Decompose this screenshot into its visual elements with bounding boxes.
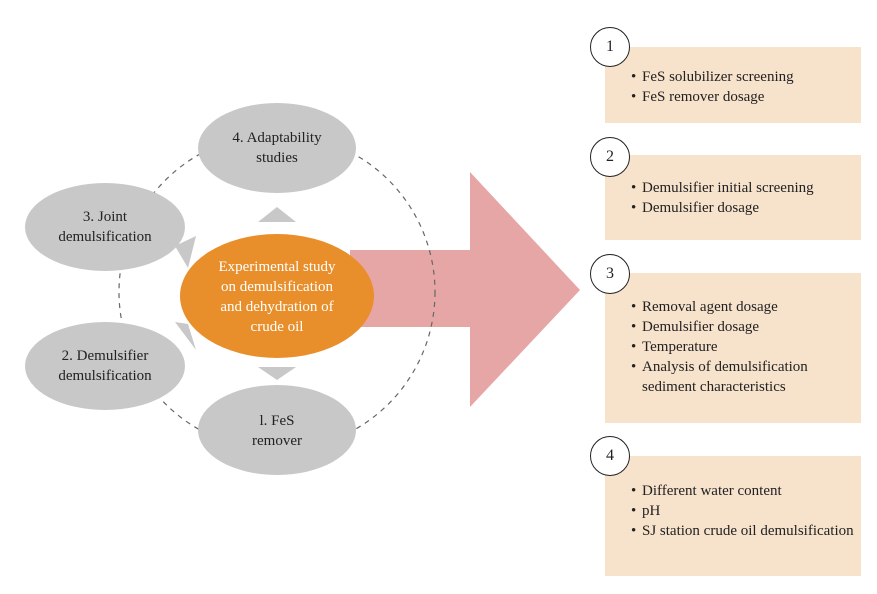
node-adaptability-line-2: studies <box>256 150 298 166</box>
center-line-2: on demulsification <box>220 279 334 295</box>
node-fes-remover-line-1: l. FeS <box>259 413 295 429</box>
step-1-item-1: FeS solubilizer screening <box>631 67 857 87</box>
step-4-number: 4 <box>590 436 630 476</box>
step-1-number: 1 <box>590 27 630 67</box>
step-3-item-1: Removal agent dosage <box>631 297 855 317</box>
node-joint-label: 3. Joint demulsification <box>25 207 185 247</box>
center-line-1: Experimental study <box>218 259 336 275</box>
node-fes-remover-shape <box>198 385 356 475</box>
step-2-list: Demulsifier initial screening Demulsifie… <box>631 178 861 218</box>
node-adaptability-line-1: 4. Adaptability <box>232 130 322 146</box>
node-joint-line-1: 3. Joint <box>82 209 128 225</box>
step-1-item-2: FeS remover dosage <box>631 87 857 107</box>
connector-upper-left <box>175 236 196 268</box>
step-3-list: Removal agent dosage Demulsifier dosage … <box>631 297 855 397</box>
step-4-item-3: SJ station crude oil demulsification <box>631 521 855 541</box>
center-line-4: crude oil <box>250 319 304 335</box>
center-node-label: Experimental study on demulsification an… <box>190 257 364 337</box>
connector-top <box>258 207 296 222</box>
center-line-3: and dehydration of <box>220 299 334 315</box>
step-3-item-4: Analysis of demulsification sediment cha… <box>631 357 855 397</box>
node-demulsifier-line-2: demulsification <box>58 368 152 384</box>
node-demulsifier-shape <box>25 322 185 410</box>
node-adaptability-shape <box>198 103 356 193</box>
node-joint-line-2: demulsification <box>58 229 152 245</box>
step-4-item-2: pH <box>631 501 855 521</box>
connector-bottom <box>258 367 296 380</box>
step-2-number: 2 <box>590 137 630 177</box>
big-arrow <box>350 172 580 407</box>
connector-lower-left <box>175 322 196 350</box>
node-joint-shape <box>25 183 185 271</box>
step-3-item-3: Temperature <box>631 337 855 357</box>
step-4-list: Different water content pH SJ station cr… <box>631 481 855 541</box>
step-1-list: FeS solubilizer screening FeS remover do… <box>631 67 857 107</box>
step-3-number: 3 <box>590 254 630 294</box>
node-fes-remover-label: l. FeS remover <box>198 411 356 451</box>
step-2-item-2: Demulsifier dosage <box>631 198 861 218</box>
step-2-item-1: Demulsifier initial screening <box>631 178 861 198</box>
node-demulsifier-label: 2. Demulsifier demulsification <box>25 346 185 386</box>
step-3-item-2: Demulsifier dosage <box>631 317 855 337</box>
center-node-shape <box>180 234 374 358</box>
node-adaptability-label: 4. Adaptability studies <box>198 128 356 168</box>
node-demulsifier-line-1: 2. Demulsifier <box>61 348 149 364</box>
node-fes-remover-line-2: remover <box>252 433 302 449</box>
step-4-item-1: Different water content <box>631 481 855 501</box>
